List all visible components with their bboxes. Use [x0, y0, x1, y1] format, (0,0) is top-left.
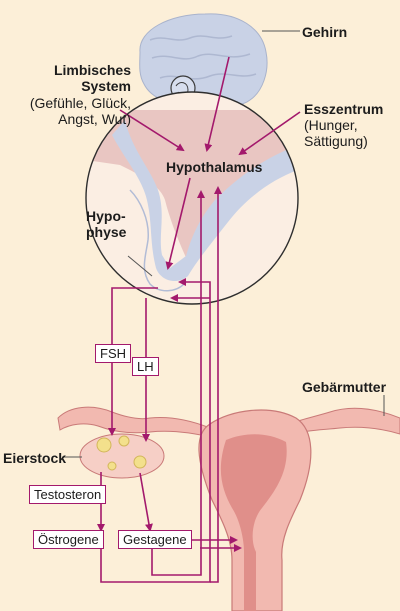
hormone-box-progestins: Gestagene: [118, 530, 192, 549]
ovary-illustration: [79, 433, 165, 479]
label-limbic-title-2: System: [81, 78, 131, 94]
label-brain: Gehirn: [302, 24, 348, 40]
label-appetite-title: Esszentrum: [304, 101, 384, 117]
label-limbic-title-1: Limbisches: [53, 62, 131, 78]
leader-lines: [62, 30, 385, 458]
label-ovary: Eierstock: [3, 450, 67, 466]
label-limbic-desc-2: Angst, Wut): [58, 111, 131, 127]
uterus-illustration: [57, 406, 400, 611]
label-uterus: Gebärmutter: [302, 379, 387, 395]
label-hypothalamus: Hypothalamus: [166, 159, 263, 175]
hormone-box-estrogens: Östrogene: [33, 530, 104, 549]
label-appetite-desc-2: Sättigung): [304, 133, 368, 149]
label-appetite-desc-1: (Hunger,: [304, 117, 358, 133]
label-pituitary-1: Hypo-: [86, 208, 126, 224]
hormone-arrows: [97, 56, 301, 583]
hormone-box-fsh: FSH: [95, 344, 131, 363]
label-limbic-desc-1: (Gefühle, Glück,: [29, 95, 131, 111]
hormone-box-testosterone: Testosteron: [29, 485, 107, 504]
hormone-box-lh: LH: [132, 357, 159, 376]
label-pituitary-2: physe: [86, 224, 127, 240]
